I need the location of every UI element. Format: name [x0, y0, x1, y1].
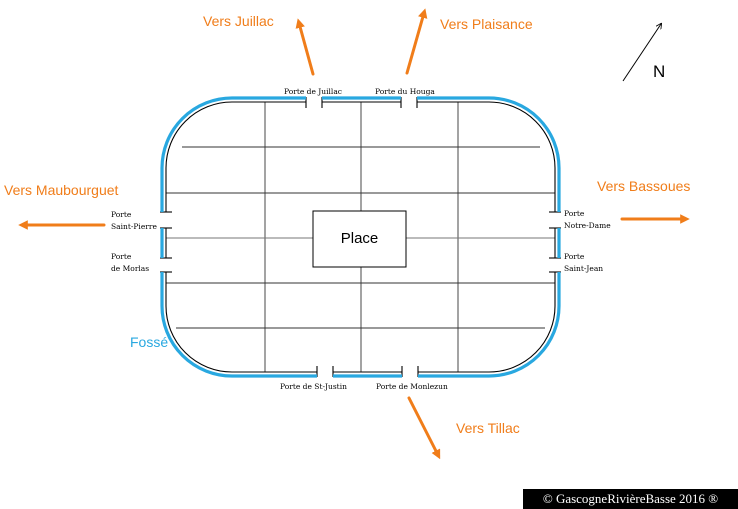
direction-arrows [18, 8, 690, 460]
arrow-tillac [407, 396, 441, 460]
direction-label-maubourguet: Vers Maubourguet [4, 182, 119, 198]
gate-label-st-justin: Porte de St-Justin [280, 382, 347, 391]
copyright-banner: © GascogneRivièreBasse 2016 ® [523, 489, 738, 509]
gate-label-saint-jean-line2: Saint-Jean [564, 264, 603, 273]
place-label: Place [341, 230, 379, 247]
gate-label-juillac: Porte de Juillac [284, 87, 342, 96]
arrow-juillac [295, 18, 315, 76]
gate-label-houga: Porte du Houga [375, 87, 435, 96]
direction-label-bassoues: Vers Bassoues [597, 178, 690, 194]
place-square [312, 210, 407, 268]
moat [160, 96, 561, 378]
direction-label-plaisance: Vers Plaisance [440, 16, 533, 32]
north-label: N [653, 62, 665, 81]
gate-label-notre-dame-line1: Porte [564, 209, 585, 218]
gate-label-morlas-line2: de Morlas [111, 264, 149, 273]
gate-label-saint-jean-line1: Porte [564, 252, 585, 261]
gate-label-monlezun: Porte de Monlezun [376, 382, 448, 391]
arrow-plaisance [405, 8, 428, 75]
north-arrow-icon [622, 24, 661, 82]
gate-label-saint-pierre-line2: Saint-Pierre [111, 222, 157, 231]
direction-label-juillac: Vers Juillac [203, 13, 274, 29]
fosse-label: Fossé [130, 334, 168, 350]
direction-label-tillac: Vers Tillac [456, 420, 520, 436]
gate-label-morlas-line1: Porte [111, 252, 132, 261]
gate-label-saint-pierre-line1: Porte [111, 210, 132, 219]
gate-label-notre-dame-line2: Notre-Dame [564, 221, 611, 230]
